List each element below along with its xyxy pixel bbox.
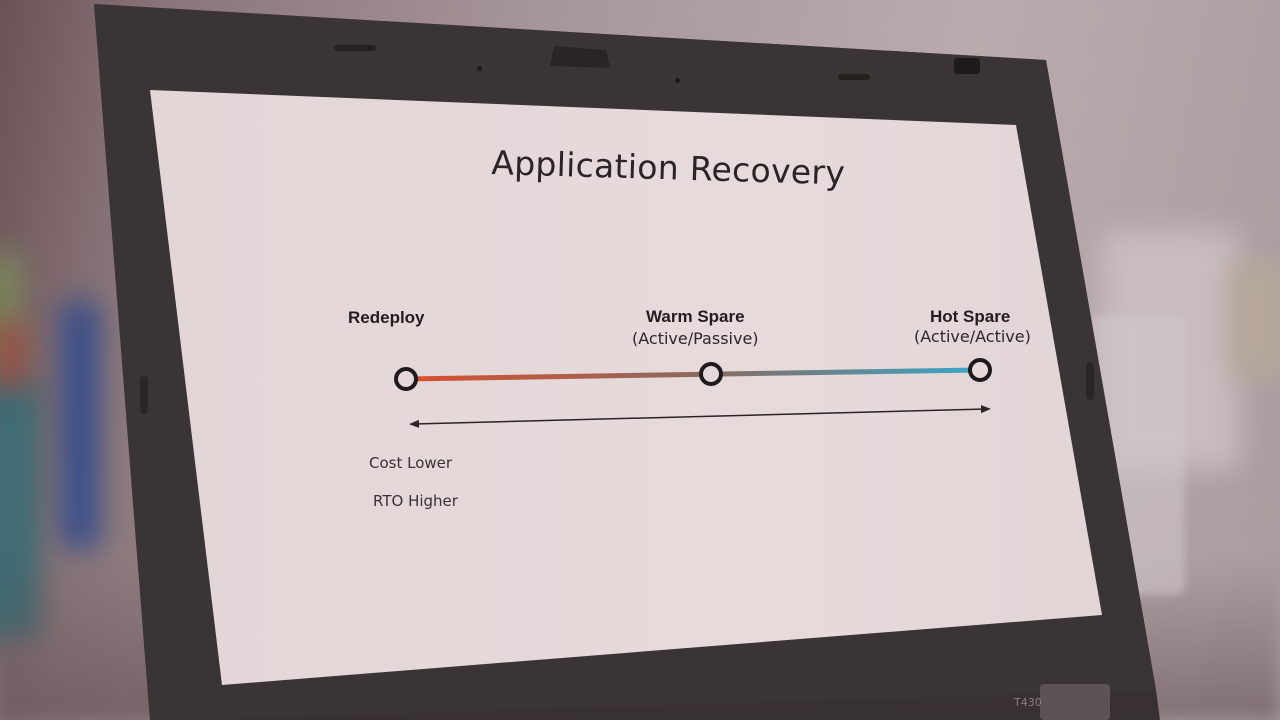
lid-latch: [954, 58, 980, 74]
bezel-button: [1086, 362, 1094, 400]
stage-sub-warm-spare: (Active/Passive): [632, 329, 759, 348]
stage-label-hot-spare: Hot Spare: [930, 307, 1011, 326]
background-object: [1230, 260, 1280, 380]
rto-label: RTO Higher: [373, 492, 458, 510]
node-hot-spare: [968, 358, 992, 382]
webcam-housing: [550, 46, 610, 68]
model-label: T430: [1014, 696, 1042, 709]
tradeoff-arrow: [409, 405, 991, 428]
sensor-dot: [675, 78, 680, 83]
background-object: [0, 320, 20, 390]
recovery-spectrum-line: [405, 367, 981, 382]
sensor-dot: [477, 66, 482, 71]
hinge: [1040, 684, 1110, 720]
node-redeploy: [394, 367, 418, 391]
cost-label: Cost Lower: [369, 454, 453, 472]
background-object: [60, 300, 100, 550]
stage-sub-hot-spare: (Active/Active): [914, 327, 1031, 346]
microphone-slot: [838, 74, 870, 80]
stage-label-redeploy: Redeploy: [348, 308, 425, 327]
microphone-slot: [334, 45, 376, 51]
stage-label-warm-spare: Warm Spare: [646, 307, 745, 326]
node-warm-spare: [699, 362, 723, 386]
bezel-button: [140, 376, 148, 414]
